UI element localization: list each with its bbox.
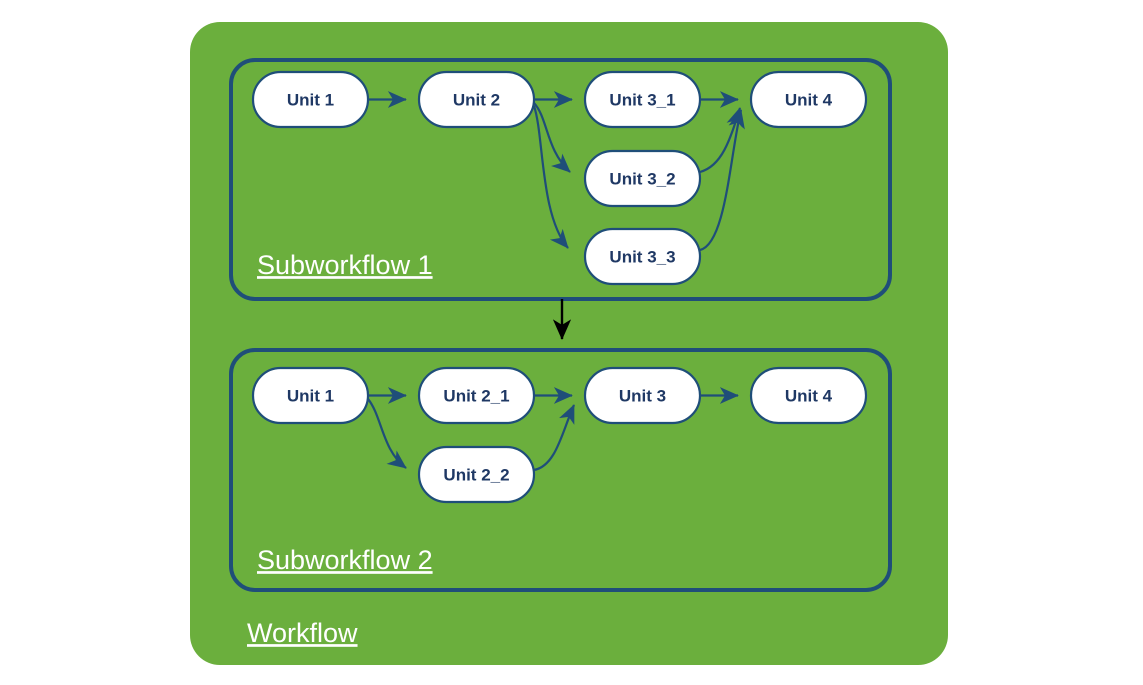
node-label: Unit 4 [785, 90, 833, 109]
node-sw1-unit4[interactable]: Unit 4 [749, 70, 868, 129]
subworkflow-1-group[interactable]: Unit 1 Unit 2 Unit 3_1 Unit 3_2 Unit 3_3… [229, 58, 892, 301]
edge-unit2_2-to-unit3 [533, 404, 576, 472]
edge-unit3_3-to-unit4 [699, 109, 745, 252]
node-sw1-unit2[interactable]: Unit 2 [417, 70, 536, 129]
node-sw1-unit3_1[interactable]: Unit 3_1 [583, 70, 702, 129]
node-label: Unit 2_1 [443, 386, 509, 405]
node-shape [749, 70, 868, 129]
node-label: Unit 3_2 [609, 169, 675, 188]
subworkflow-2-edges [367, 387, 739, 472]
workflow-label: Workflow [247, 618, 358, 648]
subworkflow-2-label: Subworkflow 2 [257, 545, 433, 575]
edge-unit2-to-unit3_2 [533, 102, 571, 173]
node-shape [583, 70, 702, 129]
node-sw2-unit4[interactable]: Unit 4 [749, 366, 868, 425]
node-shape [749, 366, 868, 425]
node-label: Unit 3_3 [609, 247, 675, 266]
edge-unit2-to-unit3_3 [532, 105, 569, 249]
node-sw2-unit1[interactable]: Unit 1 [251, 366, 370, 425]
subworkflow-1-container[interactable] [229, 58, 892, 301]
node-shape [417, 445, 536, 504]
node-sw2-unit2_1[interactable]: Unit 2_1 [417, 366, 536, 425]
node-shape [583, 366, 702, 425]
node-sw2-unit2_2[interactable]: Unit 2_2 [417, 445, 536, 504]
edge-unit1-to-unit2_2 [367, 398, 407, 469]
node-shape [251, 366, 370, 425]
node-shape [583, 227, 702, 286]
subworkflow-2-group[interactable]: Unit 1 Unit 2_1 Unit 2_2 Unit 3 Unit 4 S… [229, 348, 892, 592]
workflow-container[interactable] [190, 22, 948, 665]
node-label: Unit 4 [785, 386, 833, 405]
node-shape [583, 149, 702, 208]
node-label: Unit 2_2 [443, 465, 509, 484]
node-label: Unit 3_1 [609, 90, 675, 109]
node-label: Unit 2 [453, 90, 500, 109]
subworkflow-1-label: Subworkflow 1 [257, 250, 433, 280]
node-shape [417, 70, 536, 129]
node-sw1-unit1[interactable]: Unit 1 [251, 70, 370, 129]
node-sw1-unit3_2[interactable]: Unit 3_2 [583, 149, 702, 208]
node-label: Unit 3 [619, 386, 666, 405]
node-shape [251, 70, 370, 129]
subworkflow-2-container[interactable] [229, 348, 892, 592]
node-shape [417, 366, 536, 425]
subworkflow-1-edges [368, 91, 745, 252]
node-label: Unit 1 [287, 386, 334, 405]
node-sw1-unit3_3[interactable]: Unit 3_3 [583, 227, 702, 286]
node-sw2-unit3[interactable]: Unit 3 [583, 366, 702, 425]
node-label: Unit 1 [287, 90, 334, 109]
